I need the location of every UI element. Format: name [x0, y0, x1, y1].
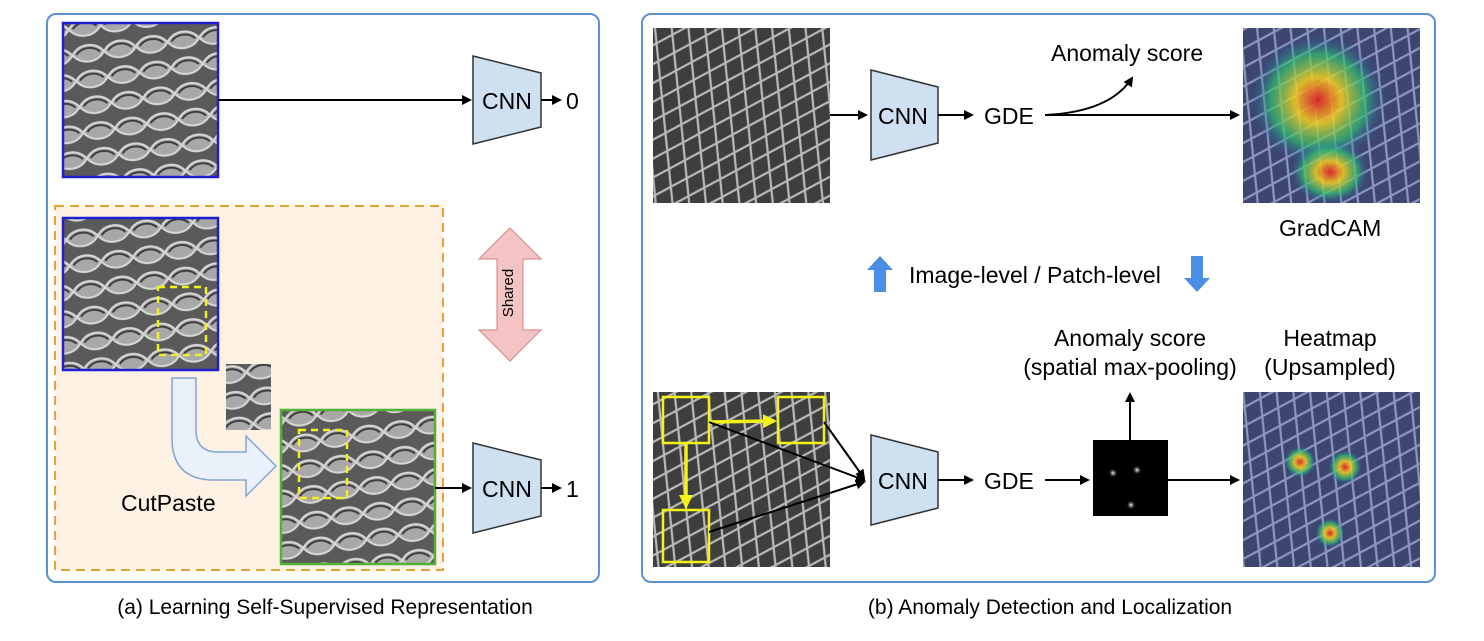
down-arrow-icon: [1184, 256, 1210, 292]
cnn-output-1: 1: [566, 476, 579, 502]
anomaly-score-bottom-line2: (spatial max-pooling): [1023, 354, 1237, 380]
test-image-bottom: [653, 392, 830, 567]
patch-2: [776, 395, 826, 445]
caption-b: (b) Anomaly Detection and Localization: [867, 596, 1233, 619]
augmented-image: [279, 408, 437, 566]
gde-label-bottom: GDE: [984, 468, 1034, 494]
normal-image-bottom: [61, 216, 220, 372]
gradcam-label: GradCAM: [1279, 215, 1382, 241]
cnn-output-0: 0: [566, 88, 579, 114]
cutpaste-label: CutPaste: [121, 490, 216, 516]
shared-double-arrow: [477, 227, 543, 362]
anomaly-score-bottom-line1: Anomaly score: [1053, 325, 1207, 351]
heatmap-line2: (Upsampled): [1264, 354, 1396, 380]
test-image-top: [653, 28, 830, 203]
shared-label: Shared: [500, 268, 517, 318]
gde-label-top: GDE: [984, 103, 1034, 129]
up-arrow-icon: [867, 256, 893, 292]
cnn-label-b-top: CNN: [878, 103, 928, 129]
cnn-label-a-top: CNN: [482, 88, 532, 114]
cnn-label-b-bottom: CNN: [878, 468, 928, 494]
cnn-block-a-bottom: [472, 442, 542, 534]
patch-source: [156, 285, 208, 357]
cut-patch: [226, 364, 271, 430]
patch-pasted: [297, 428, 349, 500]
caption-a: (a) Learning Self-Supervised Representat…: [117, 596, 533, 619]
cutpaste-arrow: [171, 377, 278, 498]
cnn-block-a-top: [472, 55, 542, 145]
heatmap-line1: Heatmap: [1283, 325, 1377, 351]
cnn-label-a-bottom: CNN: [482, 476, 532, 502]
anomaly-score-curve-top: [1044, 76, 1134, 116]
normal-image-top: [61, 21, 220, 179]
cnn-block-b-top: [870, 69, 939, 161]
cnn-block-b-bottom: [870, 434, 939, 526]
patch-3: [661, 508, 711, 564]
anomaly-score-top: Anomaly score: [1051, 40, 1204, 66]
level-label: Image-level / Patch-level: [909, 262, 1161, 288]
